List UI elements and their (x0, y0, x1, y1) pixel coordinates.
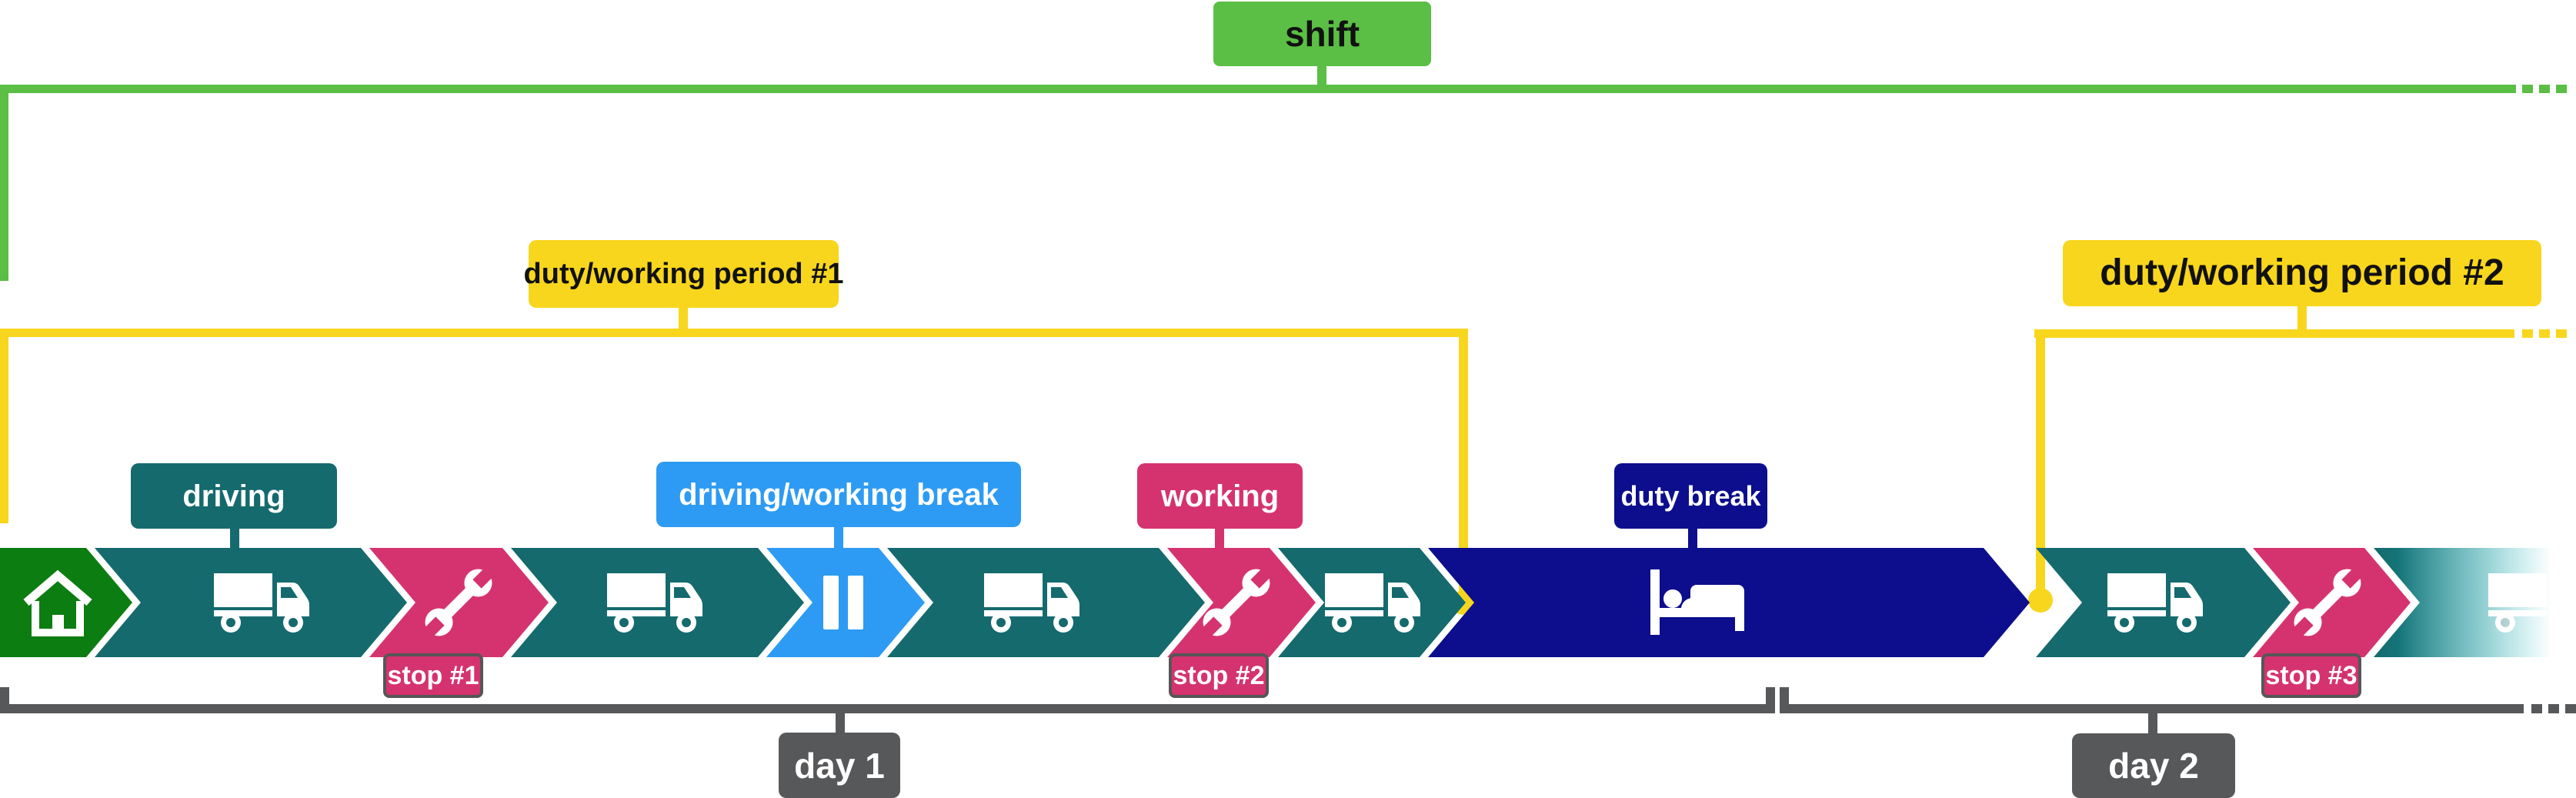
duty-period-2-line-dash (2522, 329, 2533, 338)
truck-icon (607, 572, 709, 637)
day-2-bracket-line (1780, 704, 2524, 713)
timeline-segment-driving (2036, 548, 2291, 657)
day-2-label-stem (2148, 713, 2157, 734)
driving-working-break-label-text: driving/working break (679, 477, 999, 512)
timeline-segment-driving (95, 548, 407, 657)
duty-break-label-stem (1688, 527, 1697, 550)
shift-label: shift (1213, 2, 1431, 66)
shift-label-stem (1317, 64, 1326, 87)
day-2-line-dash (2531, 704, 2542, 713)
wrench-icon (2286, 561, 2369, 648)
stop-label: stop #1 (383, 653, 483, 698)
shift-bracket-left-drop (0, 85, 8, 281)
working-label: working (1137, 463, 1303, 529)
day-2-label-text: day 2 (2108, 746, 2199, 786)
duty-period-1-label-text: duty/working period #1 (523, 258, 844, 290)
home-icon (22, 569, 93, 640)
duty-period-1-label: duty/working period #1 (524, 240, 843, 308)
duty-period-1-end-drop (1459, 331, 1468, 603)
timeline-segment-driving (511, 548, 804, 657)
day-1-bracket-line (0, 704, 1775, 713)
day-1-label-text: day 1 (794, 745, 885, 786)
truck-icon (2107, 572, 2209, 637)
driving-label-stem (230, 527, 239, 550)
duty-period-2-label-text: duty/working period #2 (2100, 252, 2504, 293)
duty-period-1-label-stem (679, 306, 688, 330)
day-1-label: day 1 (779, 733, 900, 798)
day-1-bracket-left-tick (0, 687, 9, 713)
day-2-line-dash (2548, 704, 2559, 713)
stop-label: stop #2 (1169, 653, 1269, 698)
shift-label-text: shift (1284, 14, 1360, 54)
duty-period-2-line (2034, 329, 2514, 338)
truck-icon (214, 572, 315, 637)
day-2-label: day 2 (2072, 733, 2235, 798)
timeline-segment-driving (887, 548, 1205, 657)
stop-label-text: stop #3 (2265, 661, 2357, 690)
driving-working-break-label-stem (834, 526, 843, 550)
duty-break-label-text: duty break (1620, 479, 1761, 512)
bed-icon (1650, 569, 1754, 639)
duty-period-2-line-dash (2556, 329, 2567, 338)
pause-icon (823, 576, 863, 633)
shift-line-dash (2522, 85, 2533, 93)
stop-label-text: stop #2 (1173, 661, 1265, 690)
wrench-icon (1195, 561, 1278, 648)
driving-label-text: driving (182, 479, 285, 513)
stop-label-text: stop #1 (387, 661, 479, 690)
day-2-bracket-left-tick (1780, 687, 1789, 713)
day-1-bracket-right-tick (1766, 687, 1775, 713)
truck-icon (1325, 572, 1426, 637)
driving-working-break-label: driving/working break (656, 462, 1021, 527)
shift-line-dash (2556, 85, 2567, 93)
day-1-label-stem (836, 713, 845, 733)
duty-period-2-start-drop (2036, 332, 2045, 600)
working-label-stem (1215, 527, 1224, 550)
wrench-icon (417, 561, 500, 648)
duty-period-2-label: duty/working period #2 (2063, 240, 2541, 306)
duty-period-2-start-dot (2028, 588, 2053, 613)
day-2-line-dash (2565, 704, 2576, 713)
working-label-text: working (1160, 479, 1280, 513)
truck-icon (984, 572, 1086, 637)
duty-break-label: duty break (1614, 463, 1767, 529)
duty-period-2-label-stem (2297, 305, 2307, 331)
duty-period-2-line-dash (2539, 329, 2550, 338)
duty-period-1-left-drop (0, 329, 8, 523)
duty-period-1-line (0, 329, 1468, 337)
stop-label: stop #3 (2261, 653, 2361, 698)
driving-label: driving (131, 463, 337, 529)
timeline-segment-duty-break (1428, 548, 2030, 657)
shift-bracket-line (0, 85, 2516, 93)
timeline (0, 548, 2576, 657)
shift-line-dash (2539, 85, 2550, 93)
